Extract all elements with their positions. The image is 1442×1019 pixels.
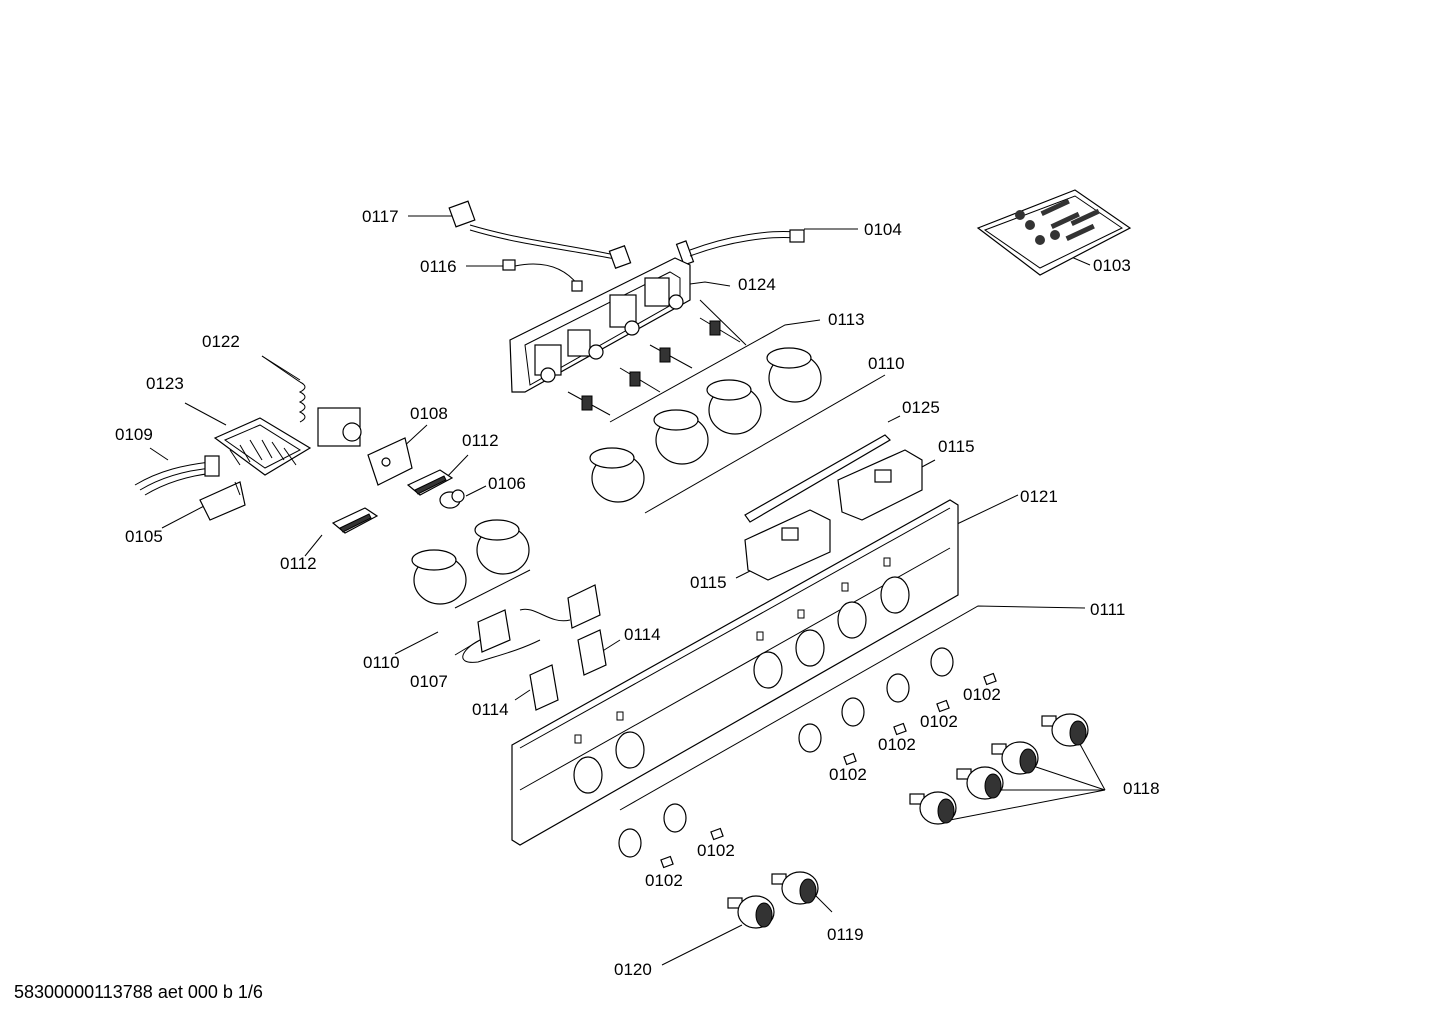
label-0110-upper: 0110 <box>868 354 905 373</box>
label-0115-lower: 0115 <box>690 573 727 592</box>
label-0122: 0122 <box>202 332 240 351</box>
label-0102-c: 0102 <box>878 735 916 754</box>
clip-lower <box>331 507 379 534</box>
label-0109: 0109 <box>115 425 153 444</box>
label-0103: 0103 <box>1093 256 1131 275</box>
label-0119: 0119 <box>827 925 864 944</box>
door-switch-lower <box>529 664 559 711</box>
knob-sleeves-upper <box>589 347 822 503</box>
wiring-harness-0117 <box>448 200 632 269</box>
label-0110-lower: 0110 <box>363 653 400 672</box>
leader-lines <box>149 215 1106 966</box>
label-0124: 0124 <box>738 275 776 294</box>
label-0102-b: 0102 <box>920 712 958 731</box>
panel-bracket-lower <box>744 509 831 581</box>
selector-switch <box>213 417 312 476</box>
shaft-couplers <box>567 317 741 416</box>
mounting-plate <box>367 437 413 486</box>
label-0118: 0118 <box>1123 779 1160 798</box>
label-0112-upper: 0112 <box>462 431 499 450</box>
label-0112-lower: 0112 <box>280 554 317 573</box>
label-0102-e: 0102 <box>697 841 735 860</box>
label-0102-d: 0102 <box>829 765 867 784</box>
control-module <box>509 257 691 393</box>
label-0107: 0107 <box>410 672 448 691</box>
indicator-lamp <box>439 489 465 509</box>
label-0114-upper: 0114 <box>624 625 661 644</box>
door-switch-upper <box>577 629 607 676</box>
bracket <box>199 481 246 521</box>
label-0125: 0125 <box>902 398 940 417</box>
label-0113: 0113 <box>828 310 865 329</box>
label-0108: 0108 <box>410 404 448 423</box>
label-0102-a: 0102 <box>963 685 1001 704</box>
wire-set <box>134 455 220 496</box>
label-0116: 0116 <box>420 257 457 276</box>
clip-upper <box>406 469 454 496</box>
label-0106: 0106 <box>488 474 526 493</box>
knob-sleeves-lower <box>411 519 530 605</box>
lamp-wiring <box>462 584 601 663</box>
label-0114-lower: 0114 <box>472 700 509 719</box>
spring-clips <box>660 672 997 869</box>
wiring-harness-0116 <box>502 259 583 292</box>
control-knob-0119 <box>771 871 819 905</box>
control-knob-0120 <box>727 895 775 929</box>
panel-bracket-upper <box>837 449 923 521</box>
label-0123: 0123 <box>146 374 184 393</box>
label-0120: 0120 <box>614 960 652 979</box>
document-id-footer: 58300000113788 aet 000 b 1/6 <box>14 982 263 1002</box>
mounting-rail <box>744 434 891 523</box>
label-0121: 0121 <box>1020 487 1058 506</box>
label-0117: 0117 <box>362 207 399 226</box>
label-0115-upper: 0115 <box>938 437 975 456</box>
small-parts-bag <box>976 189 1132 276</box>
label-0102-f: 0102 <box>645 871 683 890</box>
knob-rings <box>618 647 954 858</box>
control-knobs-0118 <box>909 713 1089 825</box>
label-0105: 0105 <box>125 527 163 546</box>
thermostat <box>261 355 362 447</box>
label-0104: 0104 <box>864 220 902 239</box>
control-panel <box>511 499 959 846</box>
wiring-harness-0104 <box>675 229 805 266</box>
label-0111: 0111 <box>1090 600 1126 619</box>
